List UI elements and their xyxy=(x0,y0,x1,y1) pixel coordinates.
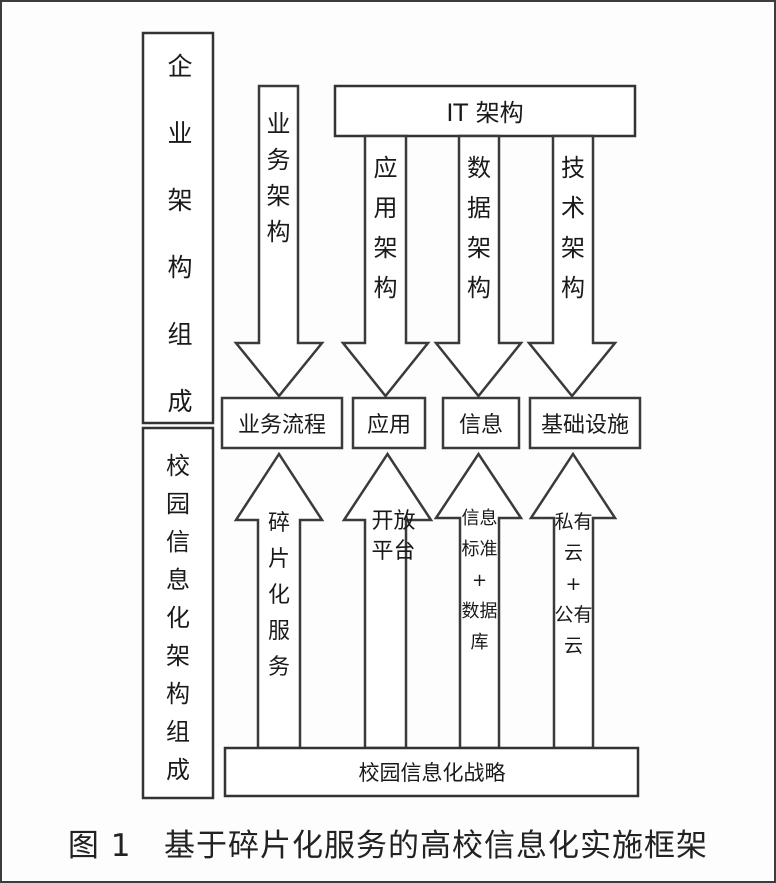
down-arrow: 技术架构 xyxy=(526,134,618,398)
bottom-column-line: + xyxy=(472,570,487,591)
top-arrows: 业务架构 应用架构 数据架构 技术架构 xyxy=(233,84,618,398)
enterprise-arch-box: 企业架构组成 xyxy=(141,31,215,425)
middle-box-label: 应用 xyxy=(367,413,411,438)
bottom-column-line: + xyxy=(566,573,582,595)
top-column-label: 业务架构 xyxy=(267,110,291,246)
up-arrow: 碎片化服务 xyxy=(233,451,325,750)
down-arrow: 数据架构 xyxy=(433,134,524,398)
top-column-label: 技术架构 xyxy=(561,154,585,302)
middle-boxes: 业务流程 应用 信息 基础设施 xyxy=(220,396,642,450)
campus-arch-label: 校园信息化架构组成 xyxy=(166,452,190,784)
strategy-label: 校园信息化战略 xyxy=(359,761,506,785)
bottom-column-line: 平台 xyxy=(371,539,415,564)
bottom-column-line: 服 xyxy=(268,619,290,644)
bottom-column-line: 化 xyxy=(268,583,290,608)
up-arrow: 私有云+公有云 xyxy=(528,451,618,750)
bottom-column-line: 开放 xyxy=(371,509,415,534)
bottom-column-line: 数据 xyxy=(462,601,498,622)
top-column-label: 数据架构 xyxy=(467,154,491,302)
strategy-bar: 校园信息化战略 xyxy=(223,746,640,798)
bottom-column-line: 私有 xyxy=(554,511,592,533)
middle-box: 业务流程 xyxy=(220,396,344,450)
top-column-label: 应用架构 xyxy=(374,154,398,302)
bottom-column-line: 云 xyxy=(564,542,583,564)
down-arrow: 应用架构 xyxy=(340,134,431,398)
it-arch-bar: IT 架构 xyxy=(333,84,637,138)
middle-box-label: 业务流程 xyxy=(238,413,326,438)
enterprise-arch-label: 企业架构组成 xyxy=(167,52,192,416)
bottom-column-line: 信息 xyxy=(462,508,498,529)
bottom-column-line: 库 xyxy=(471,632,489,653)
down-arrow: 业务架构 xyxy=(233,84,325,398)
bottom-column-line: 公有 xyxy=(554,604,592,626)
bottom-column-line: 云 xyxy=(564,635,583,657)
middle-box-label: 信息 xyxy=(459,413,503,438)
middle-box: 信息 xyxy=(441,396,521,450)
it-arch-label: IT 架构 xyxy=(446,99,523,127)
bottom-column-line: 碎 xyxy=(268,511,290,536)
campus-arch-box: 校园信息化架构组成 xyxy=(141,426,215,800)
bottom-column-line: 标准 xyxy=(462,539,498,560)
middle-box: 应用 xyxy=(351,396,427,450)
middle-box-label: 基础设施 xyxy=(541,413,629,438)
figure-caption: 图 1 基于碎片化服务的高校信息化实施框架 xyxy=(67,828,709,864)
bottom-column-line: 务 xyxy=(268,655,290,680)
bottom-column-line: 片 xyxy=(268,547,290,572)
middle-box: 基础设施 xyxy=(528,396,642,450)
